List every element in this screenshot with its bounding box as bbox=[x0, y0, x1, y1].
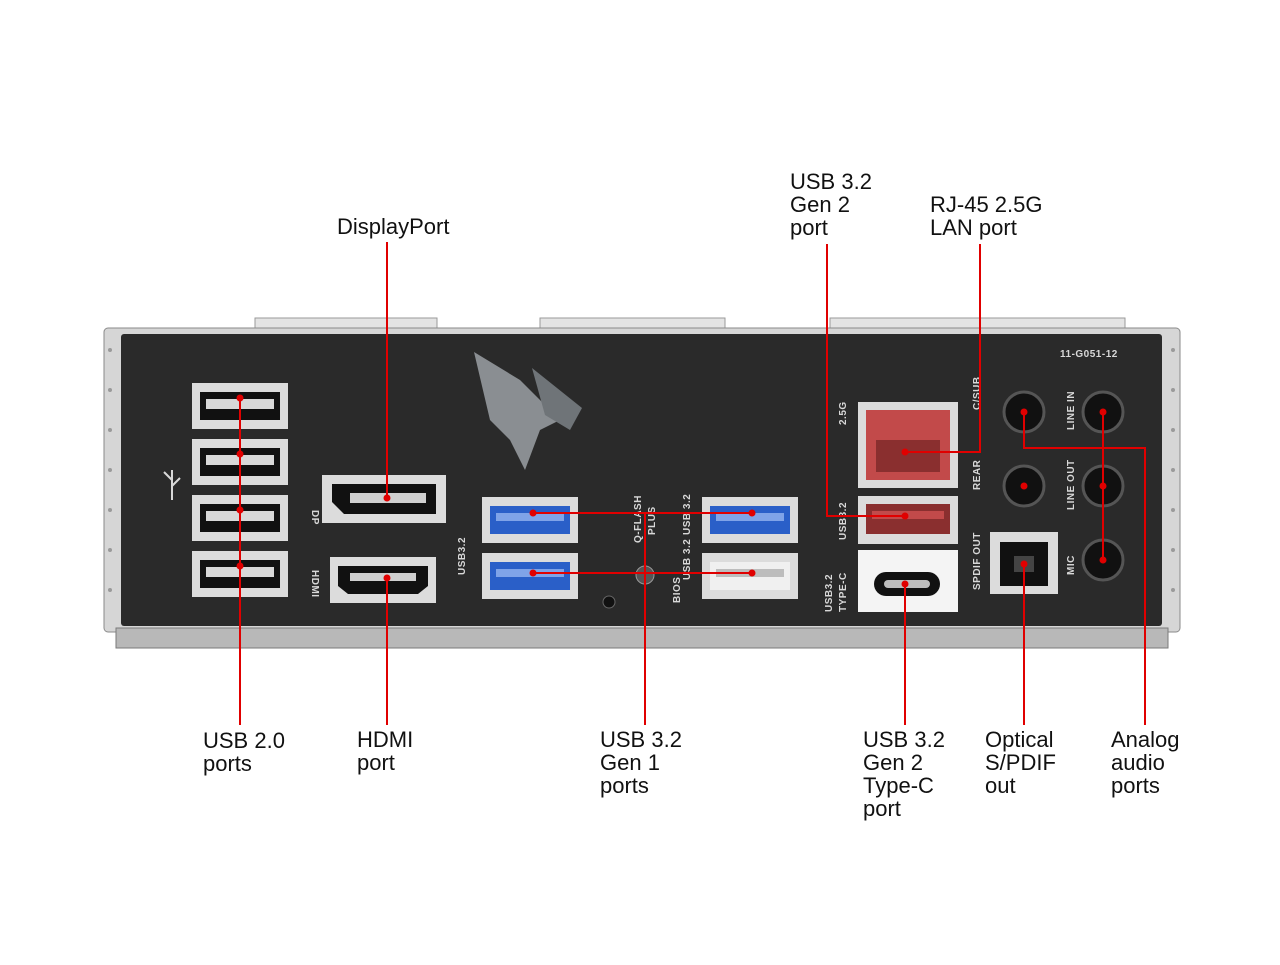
usb-typec-connector bbox=[858, 550, 958, 612]
frame-dimples bbox=[108, 348, 1175, 592]
panel-label-mic: MIC bbox=[1066, 555, 1077, 575]
panel-label-dp: DP bbox=[309, 510, 320, 525]
panel-label-usb32-right: USB3.2 bbox=[838, 502, 849, 540]
panel-label-qflash: Q-FLASH bbox=[633, 495, 644, 543]
callout-hdmi: HDMI port bbox=[357, 727, 414, 775]
rj45-connector bbox=[858, 402, 958, 488]
callout-displayport: DisplayPort bbox=[337, 214, 450, 239]
usb-trident-icon bbox=[163, 470, 181, 500]
shield-bottom-lip bbox=[115, 627, 1169, 649]
plate-code-label: 11-G051-12 bbox=[1060, 349, 1118, 360]
panel-label-usb32-a: USB 3.2 bbox=[682, 539, 693, 580]
qflash-led bbox=[602, 595, 616, 609]
panel-label-2-5g: 2.5G bbox=[838, 401, 849, 425]
panel-label-typec: TYPE-C bbox=[838, 572, 849, 612]
panel-label-bios: BIOS bbox=[672, 577, 683, 603]
leader-line-rj45 bbox=[905, 244, 981, 453]
callout-spdif: Optical S/PDIF out bbox=[985, 727, 1056, 798]
callout-usb20: USB 2.0 ports bbox=[203, 728, 285, 776]
panel-label-spdif-out: SPDIF OUT bbox=[972, 532, 983, 590]
panel-label-line-in: LINE IN bbox=[1066, 391, 1077, 430]
callout-usb-typec: USB 3.2 Gen 2 Type-C port bbox=[863, 727, 945, 821]
panel-label-hdmi: HDMI bbox=[309, 570, 320, 598]
leader-line-usb32-gen2 bbox=[826, 244, 905, 517]
panel-label-usb32-typec: USB3.2 bbox=[824, 574, 835, 612]
panel-label-csub: C/SUB bbox=[972, 376, 983, 410]
callout-audio: Analog audio ports bbox=[1111, 727, 1180, 798]
panel-label-rear: REAR bbox=[972, 459, 983, 490]
hdmi-connector bbox=[330, 557, 436, 603]
callout-usb32-gen1: USB 3.2 Gen 1 ports bbox=[600, 727, 682, 798]
leader-line-audio bbox=[1023, 412, 1146, 725]
panel-label-usb32-left: USB3.2 bbox=[457, 537, 468, 575]
callout-usb32-gen2: USB 3.2 Gen 2 port bbox=[790, 169, 872, 240]
callout-rj45: RJ-45 2.5G LAN port bbox=[930, 192, 1043, 240]
panel-label-plus: PLUS bbox=[647, 506, 658, 535]
usb32-gen2-connector bbox=[858, 496, 958, 544]
leader-dots bbox=[236, 394, 1107, 588]
panel-label-line-out: LINE OUT bbox=[1066, 459, 1077, 510]
aorus-eagle-logo bbox=[474, 352, 582, 470]
panel-label-usb32-b: USB 3.2 bbox=[682, 494, 693, 535]
